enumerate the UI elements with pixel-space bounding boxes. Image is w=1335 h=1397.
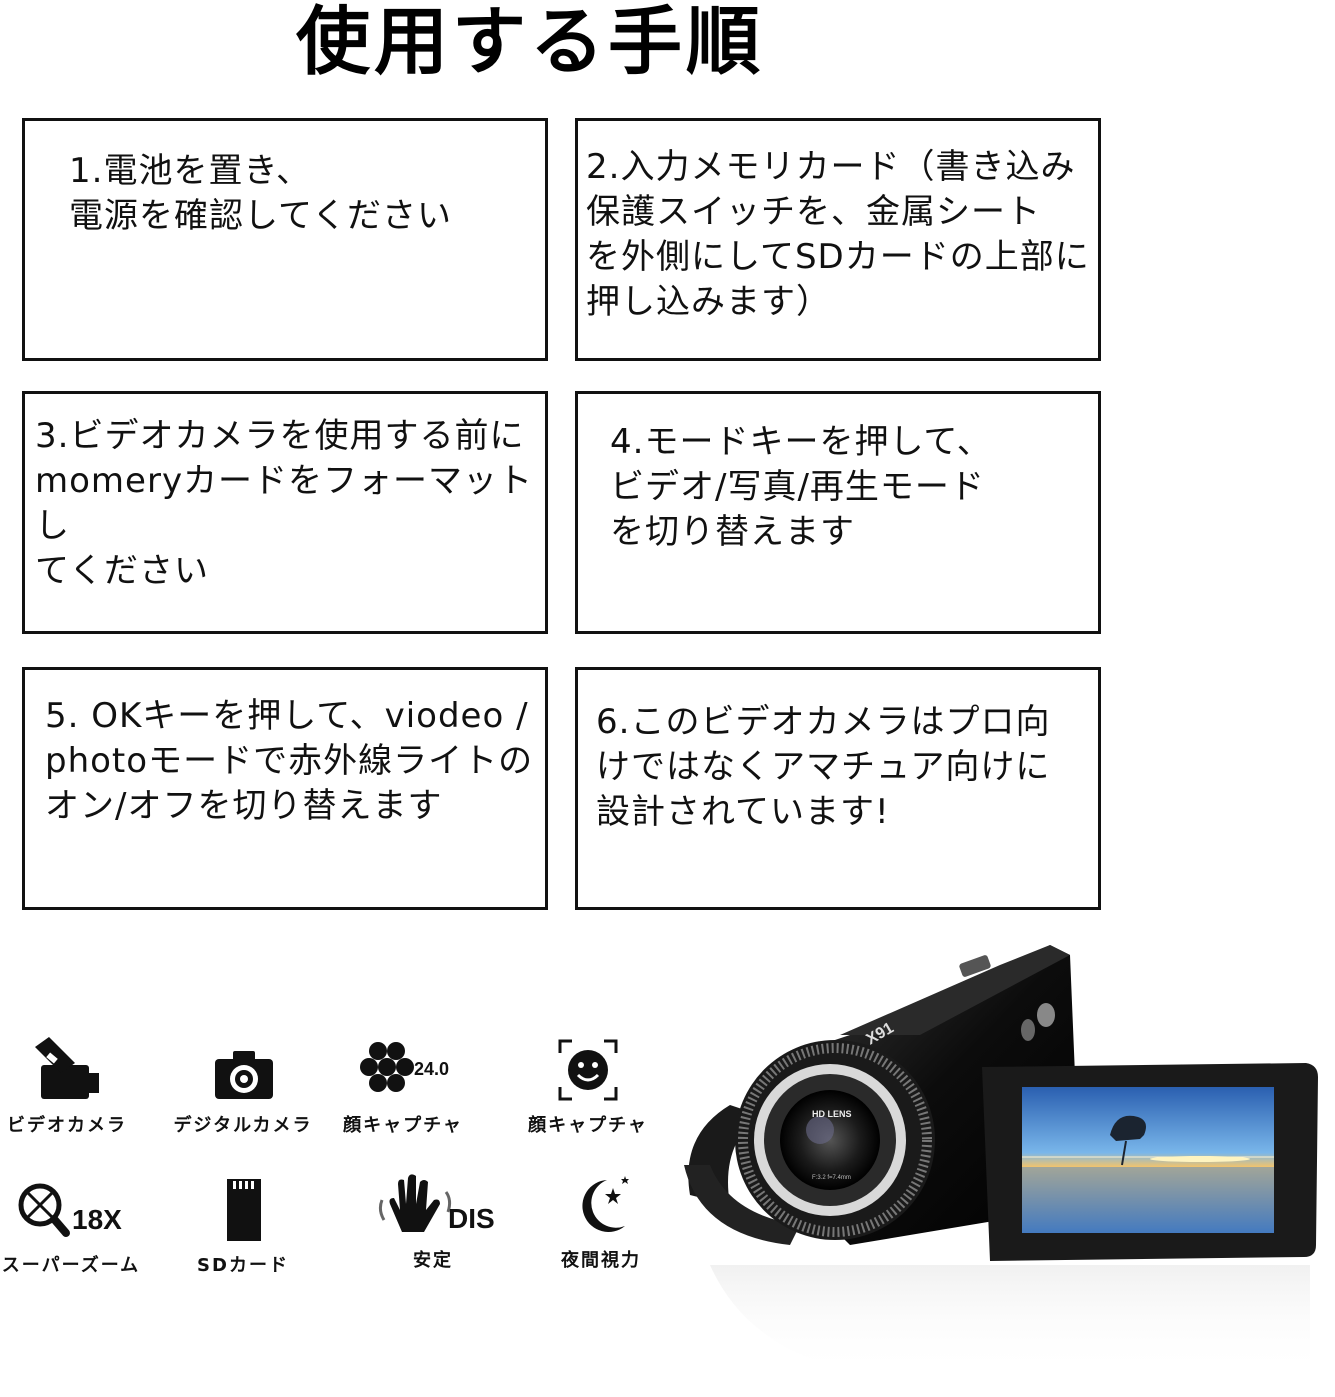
zoom-icon: 18X — [18, 1183, 122, 1237]
face-capture-icon — [558, 1039, 618, 1101]
feature-super-zoom: 18X スーパーズーム — [0, 1175, 156, 1277]
step-box-5: 5. OKキーを押して、viodeo / photoモードで赤外線ライトの オン… — [22, 667, 548, 910]
feature-label: 安定 — [413, 1250, 453, 1271]
digital-camera-icon — [215, 1051, 273, 1099]
feature-badge: DIS — [448, 1203, 495, 1234]
step-box-4: 4.モードキーを押して、 ビデオ/写真/再生モード を切り替えます — [575, 391, 1101, 634]
step-box-2: 2.入力メモリカード（書き込み 保護スイッチを、金属シート を外側にしてSDカー… — [575, 118, 1101, 361]
feature-sd-card: SDカード — [158, 1175, 328, 1277]
feature-label: 夜間視力 — [561, 1250, 641, 1271]
step-text-3: 3.ビデオカメラを使用する前に momeryカードをフォーマットし てください — [35, 416, 534, 591]
step-box-6: 6.このビデオカメラはプロ向 けではなくアマチュア向けに 設計されています! — [575, 667, 1101, 910]
feature-label: スーパーズーム — [1, 1255, 141, 1276]
feature-label: 顔キャプチャ — [528, 1115, 648, 1136]
video-camera-icon — [35, 1037, 99, 1099]
feature-stabilizer: DIS 安定 — [348, 1170, 518, 1272]
feature-night-vision: 夜間視力 — [516, 1170, 686, 1272]
feature-digital-camera: デジタルカメラ — [158, 1035, 328, 1137]
feature-label: デジタルカメラ — [173, 1115, 313, 1136]
hexagon-cluster-icon: 24.0 — [360, 1042, 449, 1092]
step-text-1: 1.電池を置き、 電源を確認してください — [69, 151, 452, 236]
feature-badge: 24.0 — [414, 1059, 449, 1079]
shaking-hand-icon: DIS — [378, 1174, 495, 1234]
feature-label: 顔キャプチャ — [343, 1115, 463, 1136]
page-title: 使用する手順 — [296, 0, 764, 85]
camcorder-illustration: X91 HD LENS F:3.2 f=7.4mm — [684, 945, 1318, 1375]
lens-label: HD LENS — [812, 1109, 852, 1119]
step-text-4: 4.モードキーを押して、 ビデオ/写真/再生モード を切り替えます — [610, 422, 992, 552]
night-moon-icon — [582, 1176, 629, 1232]
feature-face-capture: 顔キャプチャ — [503, 1035, 673, 1137]
sd-card-icon — [227, 1179, 261, 1241]
step-box-1: 1.電池を置き、 電源を確認してください — [22, 118, 548, 361]
feature-badge: 18X — [72, 1204, 122, 1235]
feature-face-capture-hex: 24.0 顔キャプチャ — [318, 1035, 488, 1137]
camcorder-image: X91 HD LENS F:3.2 f=7.4mm — [670, 935, 1335, 1393]
feature-label: SDカード — [197, 1255, 289, 1276]
step-text-2: 2.入力メモリカード（書き込み 保護スイッチを、金属シート を外側にしてSDカー… — [586, 147, 1090, 322]
feature-video-camera: ビデオカメラ — [0, 1035, 152, 1137]
lens-spec: F:3.2 f=7.4mm — [812, 1175, 851, 1181]
step-box-3: 3.ビデオカメラを使用する前に momeryカードをフォーマットし てください — [22, 391, 548, 634]
step-text-5: 5. OKキーを押して、viodeo / photoモードで赤外線ライトの オン… — [45, 696, 534, 826]
feature-label: ビデオカメラ — [7, 1115, 127, 1136]
step-text-6: 6.このビデオカメラはプロ向 けではなくアマチュア向けに 設計されています! — [596, 702, 1051, 832]
